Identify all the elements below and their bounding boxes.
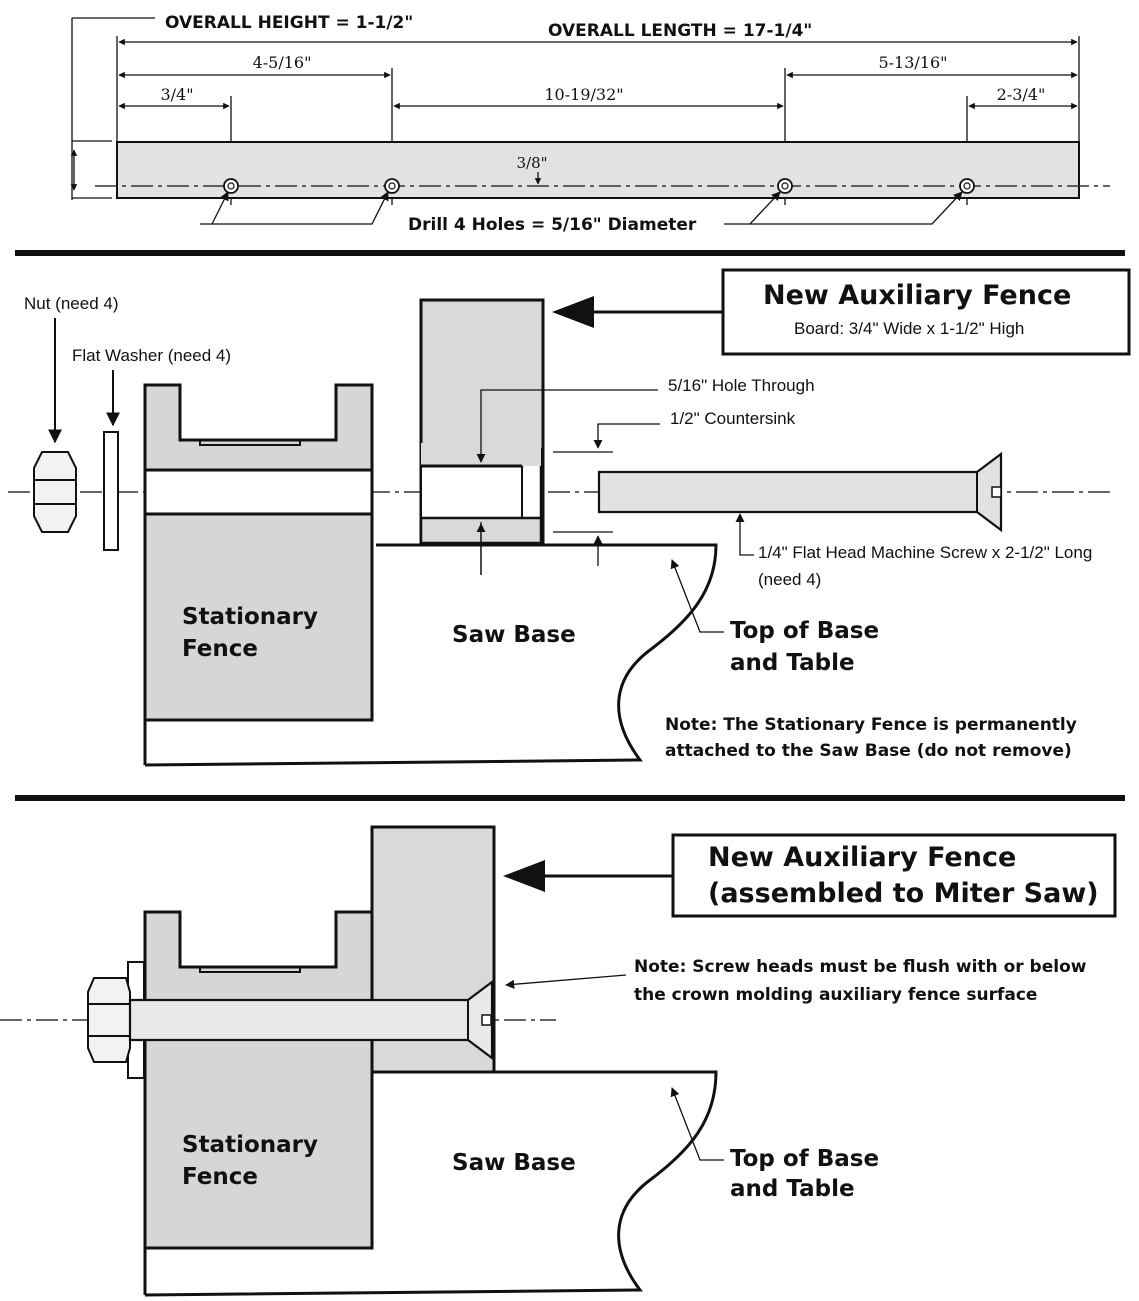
stationary-fence-assembled-label-2: Fence <box>182 1164 258 1190</box>
aux-fence-title-box <box>721 268 1131 356</box>
hole-through-label: 5/16" Hole Through <box>668 376 815 395</box>
flush-note-1: Note: Screw heads must be flush with or … <box>634 957 1087 977</box>
dim-2-3-4: 2-3/4" <box>997 85 1046 104</box>
flat-head-screw-assembled <box>128 979 494 1061</box>
board-plan <box>116 141 1080 199</box>
dim-10-19-32: 10-19/32" <box>544 85 623 104</box>
screw-label-1: 1/4" Flat Head Machine Screw x 2-1/2" Lo… <box>758 543 1092 562</box>
aux-fence-arrow <box>552 296 594 328</box>
flush-note-2: the crown molding auxiliary fence surfac… <box>634 985 1037 1005</box>
aux-fence-subtitle: Board: 3/4" Wide x 1-1/2" High <box>794 319 1024 338</box>
divider-top <box>15 250 1125 256</box>
saw-base-label: Saw Base <box>452 622 576 648</box>
hex-nut <box>33 451 77 533</box>
dim-5-13-16: 5-13/16" <box>878 53 947 72</box>
assembled-title-box <box>671 833 1117 918</box>
countersink-label: 1/2" Countersink <box>670 409 796 428</box>
saw-base-assembled-label: Saw Base <box>452 1150 576 1176</box>
aux-fence-title: New Auxiliary Fence <box>763 280 1071 311</box>
assembled-arrow <box>503 860 545 892</box>
stationary-fence-label-2: Fence <box>182 636 258 662</box>
dim-3-4: 3/4" <box>160 85 193 104</box>
saw-base-outline <box>144 543 718 767</box>
overall-length-label: OVERALL LENGTH = 17-1/4" <box>548 21 812 41</box>
drill-note: Drill 4 Holes = 5/16" Diameter <box>408 215 697 235</box>
flat-washer <box>103 431 119 551</box>
stationary-fence-assembled <box>143 910 374 1250</box>
top-of-base-label-2: and Table <box>730 650 855 676</box>
overall-height-label: OVERALL HEIGHT = 1-1/2" <box>165 13 413 33</box>
washer-label: Flat Washer (need 4) <box>72 346 231 365</box>
top-of-base-assembled-1: Top of Base <box>730 1146 879 1172</box>
stationary-fence-assembled-label-1: Stationary <box>182 1132 318 1158</box>
nut-label: Nut (need 4) <box>24 294 119 313</box>
assembled-view: Stationary Fence New Auxiliary Fence (as… <box>0 825 1117 1297</box>
permanent-note-2: attached to the Saw Base (do not remove) <box>665 741 1072 761</box>
top-of-base-assembled-2: and Table <box>730 1176 855 1202</box>
auxiliary-fence-board <box>419 298 545 545</box>
flat-head-screw <box>597 451 1003 533</box>
stationary-fence-label-1: Stationary <box>182 604 318 630</box>
saw-base-outline-assembled <box>144 1070 718 1297</box>
top-of-base-label-1: Top of Base <box>730 618 879 644</box>
drill-holes <box>223 178 975 194</box>
dim-3-8: 3/8" <box>516 154 547 172</box>
assembled-title-2: (assembled to Miter Saw) <box>708 878 1099 909</box>
permanent-note-1: Note: The Stationary Fence is permanentl… <box>665 715 1077 735</box>
hex-nut-assembled <box>87 977 131 1063</box>
exploded-assembly-view: Nut (need 4) Flat Washer (need 4) Statio… <box>8 268 1131 767</box>
dim-4-5-16: 4-5/16" <box>253 53 312 72</box>
board-drilling-layout: OVERALL HEIGHT = 1-1/2" OVERALL LENGTH =… <box>70 13 1110 235</box>
divider-bottom <box>15 795 1125 801</box>
stationary-fence <box>143 383 374 722</box>
screw-label-2: (need 4) <box>758 570 821 589</box>
assembled-title-1: New Auxiliary Fence <box>708 842 1016 873</box>
